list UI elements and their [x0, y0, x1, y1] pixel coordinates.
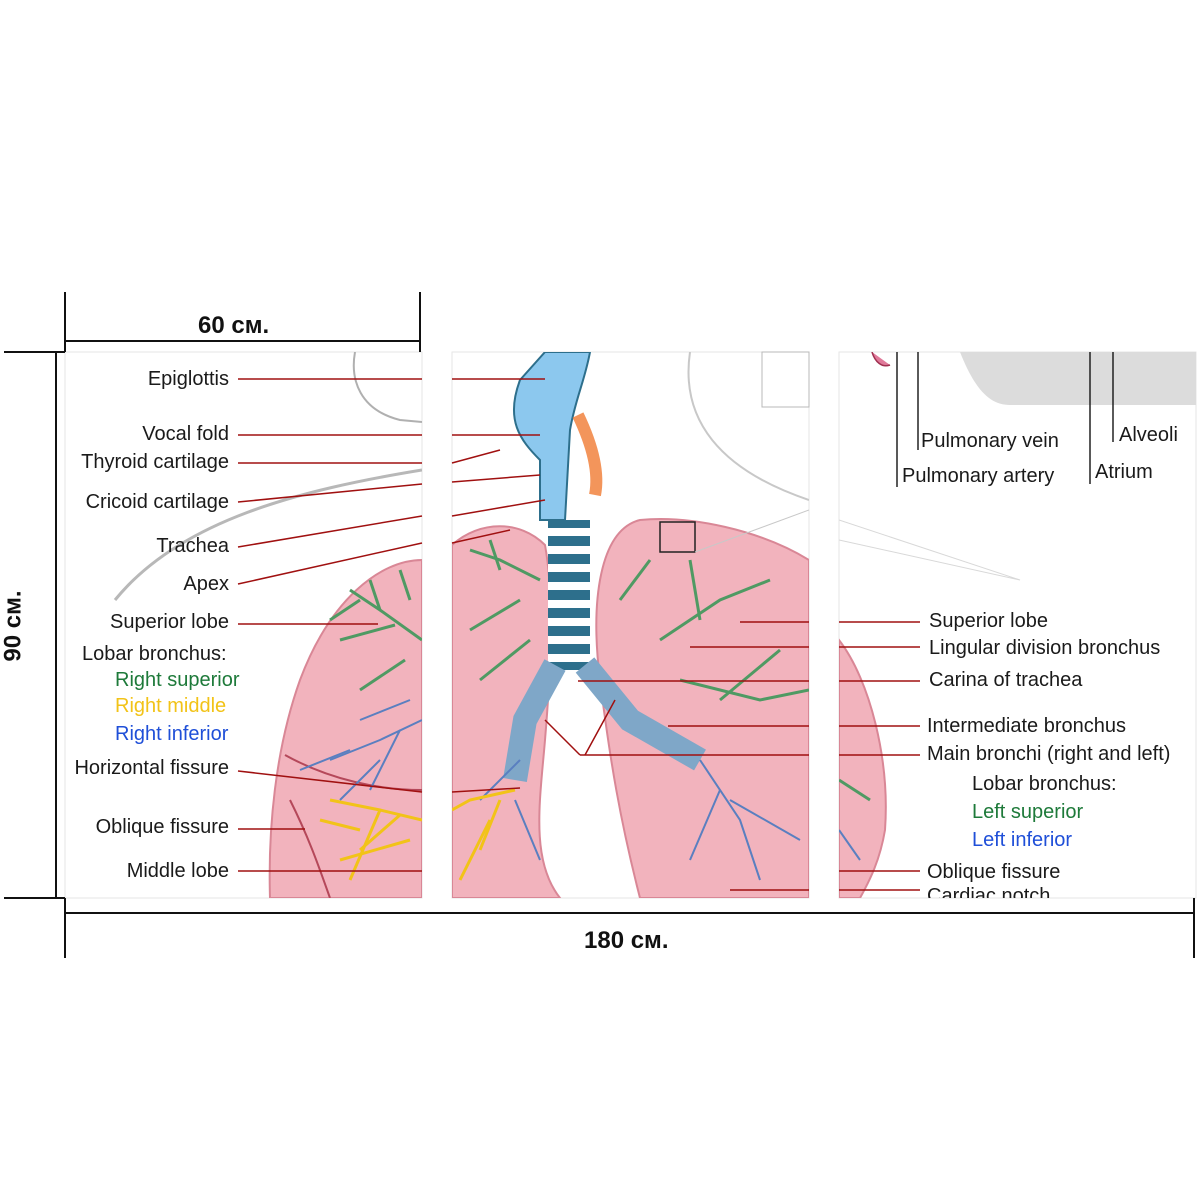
trachea-shape: [548, 520, 590, 670]
left-lung-edge: [839, 638, 887, 898]
label-lobar-bronchus-right: Lobar bronchus:: [82, 643, 227, 665]
label-trachea: Trachea: [156, 535, 229, 557]
label-pulmonary-artery: Pulmonary artery: [902, 465, 1055, 487]
label-apex: Apex: [183, 573, 229, 595]
dimension-height: 90 см.: [0, 590, 27, 662]
right-lung-shape: [268, 558, 422, 898]
label-left-superior: Left superior: [972, 801, 1084, 823]
left-lung-shape: [595, 518, 809, 898]
label-middle-lobe: Middle lobe: [126, 860, 229, 882]
label-left-inferior: Left inferior: [972, 829, 1073, 851]
label-oblique-fissure-left-lung: Oblique fissure: [927, 861, 1061, 883]
label-right-superior: Right superior: [115, 669, 240, 691]
dimension-total-width: 180 см.: [584, 927, 669, 954]
label-pulmonary-vein: Pulmonary vein: [921, 430, 1059, 452]
label-lingular-division-bronchus: Lingular division bronchus: [929, 637, 1161, 659]
label-alveoli: Alveoli: [1119, 424, 1178, 446]
label-superior-lobe-right-lung: Superior lobe: [110, 611, 229, 633]
label-intermediate-bronchus: Intermediate bronchus: [927, 715, 1127, 737]
dimension-panel-width: 60 см.: [198, 312, 270, 339]
label-cricoid-cartilage: Cricoid cartilage: [85, 491, 229, 513]
label-main-bronchi: Main bronchi (right and left): [927, 743, 1171, 765]
cardiac-notch-crop: Cardiac notch: [900, 882, 1200, 898]
label-vocal-fold: Vocal fold: [142, 423, 229, 445]
label-right-middle: Right middle: [115, 695, 227, 717]
label-thyroid-cartilage: Thyroid cartilage: [81, 451, 229, 473]
label-carina-of-trachea: Carina of trachea: [929, 669, 1083, 691]
label-lobar-bronchus-left: Lobar bronchus:: [972, 773, 1117, 795]
label-horizontal-fissure: Horizontal fissure: [74, 757, 229, 779]
label-right-inferior: Right inferior: [115, 723, 229, 745]
label-oblique-fissure-right-lung: Oblique fissure: [95, 816, 229, 838]
label-superior-lobe-left-lung: Superior lobe: [929, 610, 1048, 632]
label-epiglottis: Epiglottis: [147, 368, 229, 390]
label-cardiac-notch: Cardiac notch: [927, 885, 1051, 898]
label-atrium: Atrium: [1095, 461, 1153, 483]
